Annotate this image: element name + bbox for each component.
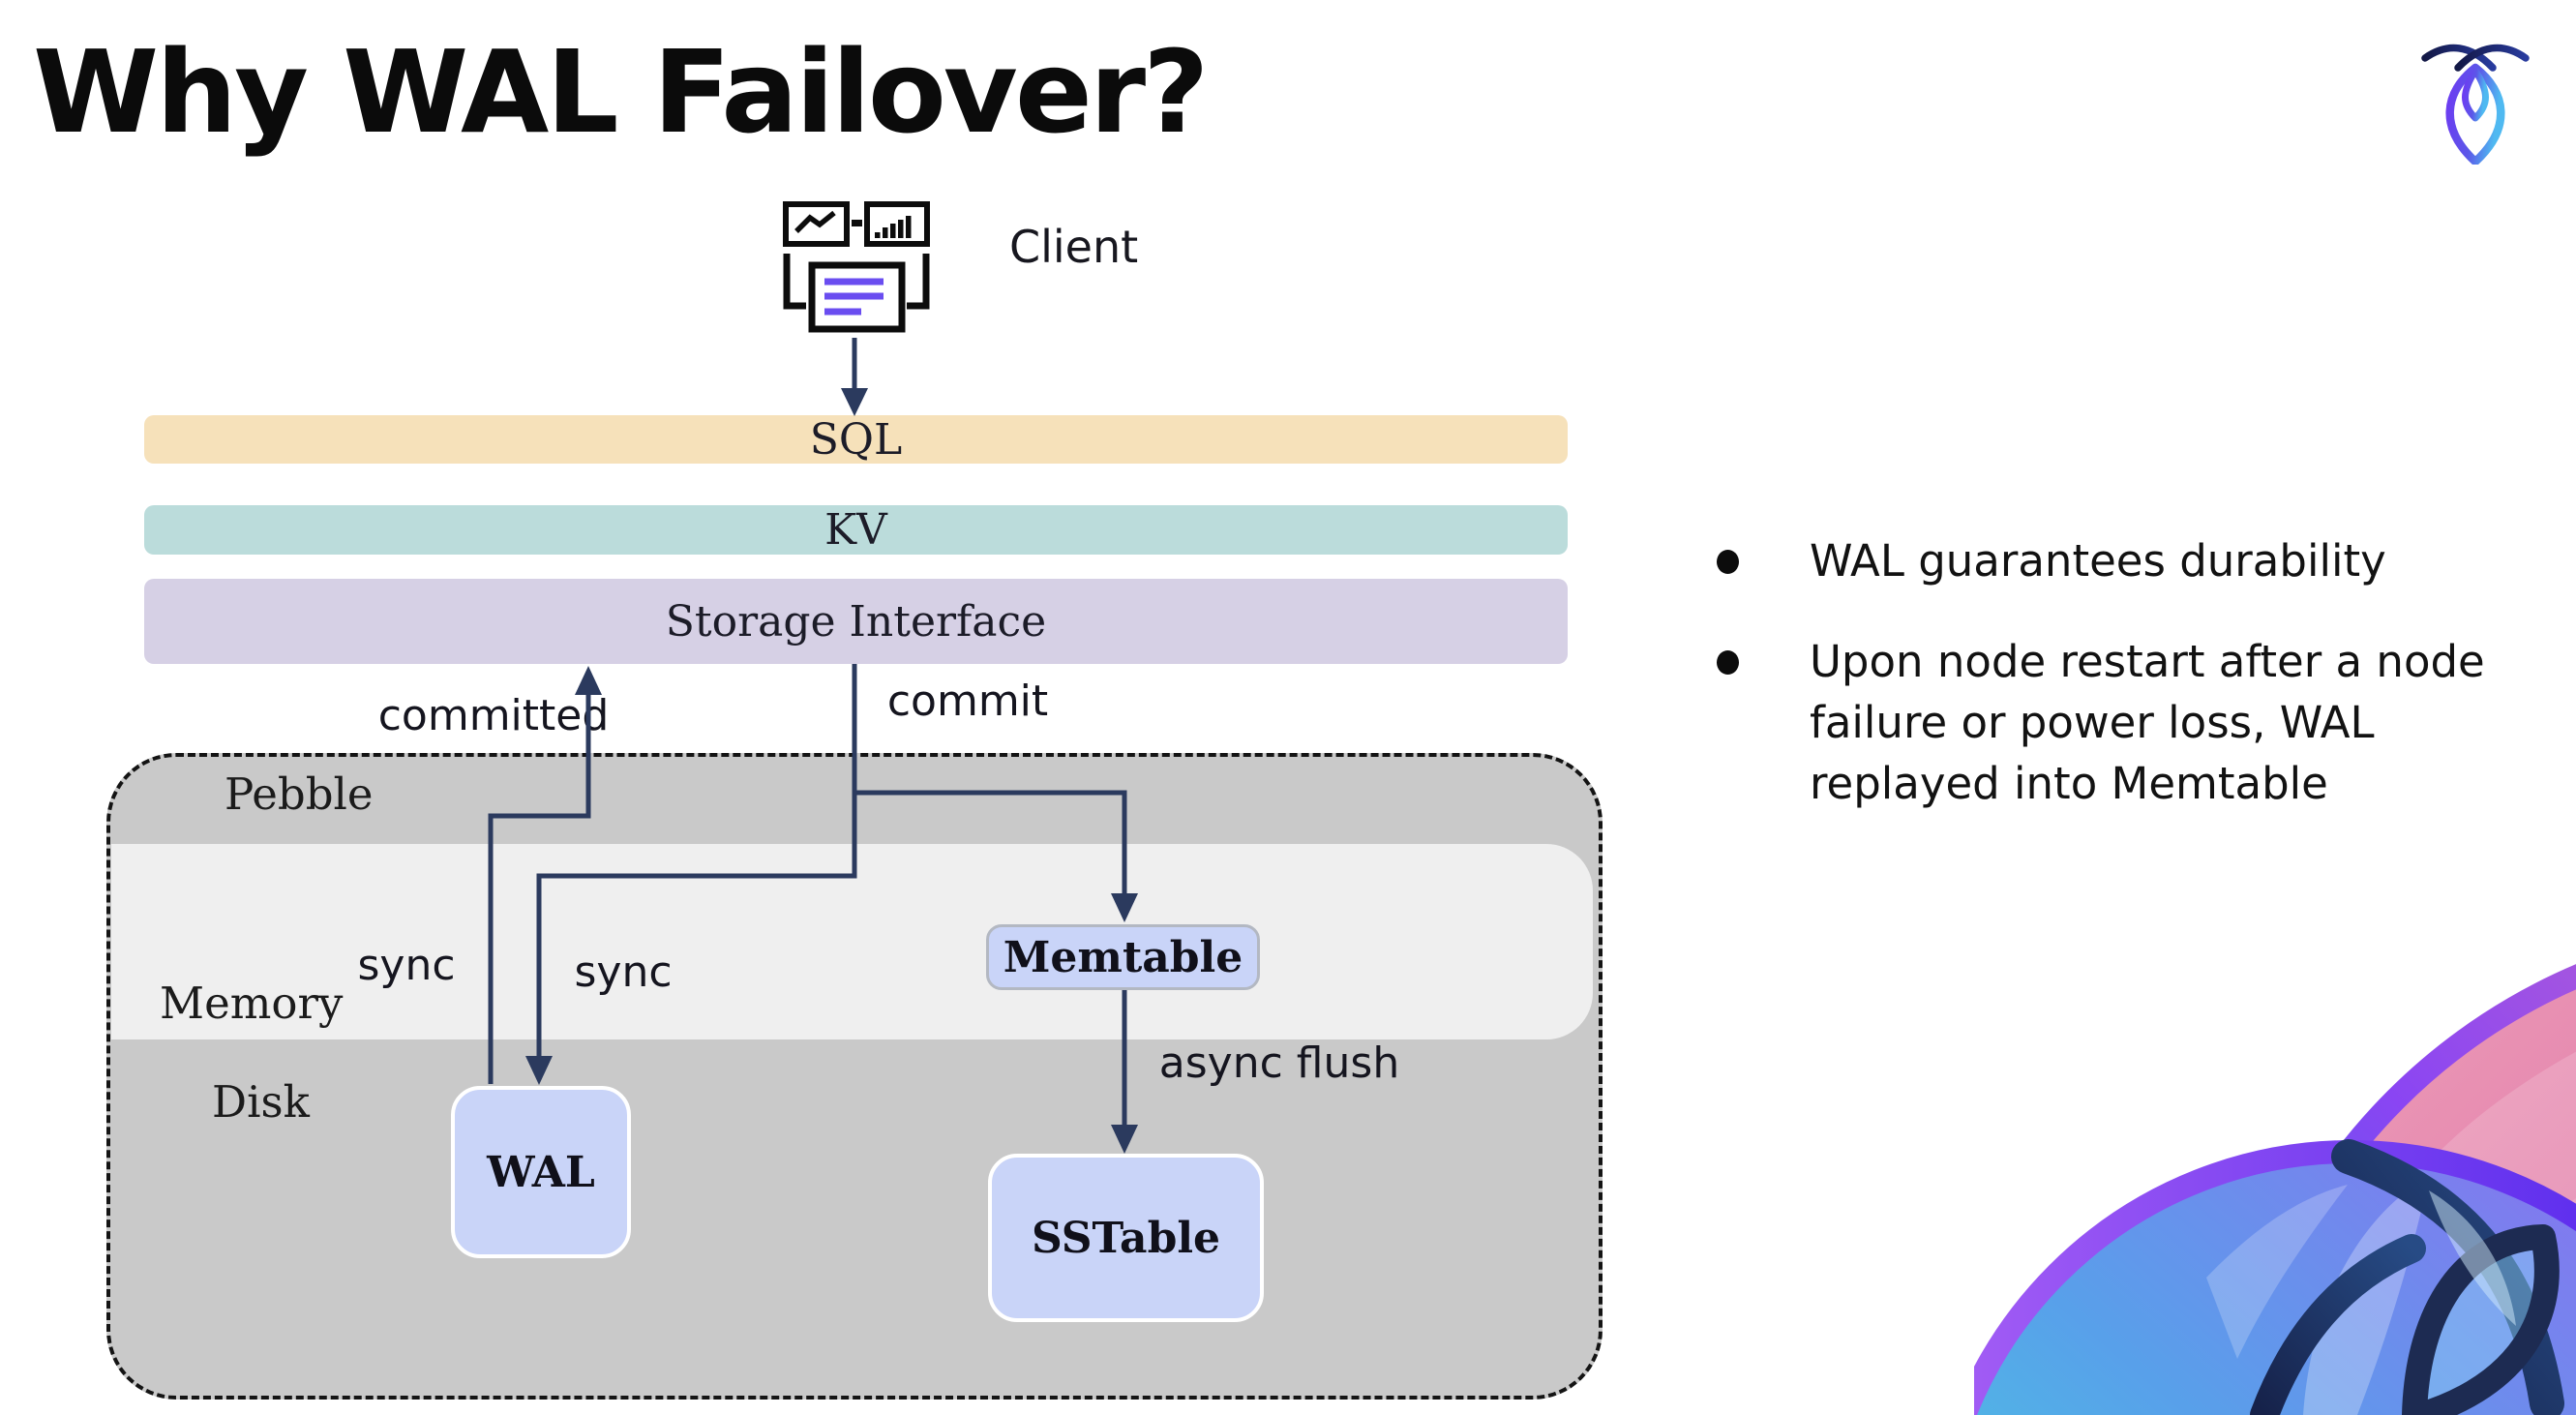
dash-glyph <box>852 220 862 226</box>
art-petal-inner <box>2429 1190 2516 1326</box>
cockroachdb-logo-icon <box>2421 44 2530 165</box>
edge-label-async-flush: async flush <box>1158 1039 1400 1088</box>
sstable-node-label: SSTable <box>1031 1213 1221 1263</box>
art-petal-left-2 <box>2206 1185 2348 1359</box>
art-navy-leaf <box>2402 1224 2560 1415</box>
brand-art-graphic <box>1974 964 2576 1415</box>
wal-node: WAL <box>451 1086 631 1258</box>
pebble-container: Pebble Memory Disk <box>106 753 1603 1400</box>
disk-label: Disk <box>212 1076 310 1128</box>
bullet-list: WAL guarantees durability Upon node rest… <box>1703 530 2526 854</box>
sstable-node: SSTable <box>988 1154 1264 1322</box>
logo-antenna-right <box>2454 44 2530 72</box>
document-text-lines <box>824 278 884 316</box>
layer-storage-label: Storage Interface <box>665 596 1047 647</box>
art-navy-leg <box>2250 1234 2426 1415</box>
client-icon <box>783 201 930 333</box>
client-label: Client <box>1009 221 1139 273</box>
layer-sql-label: SQL <box>809 414 903 465</box>
memory-band: Memory <box>111 844 1593 1039</box>
wal-node-label: WAL <box>487 1147 595 1197</box>
pebble-label: Pebble <box>225 768 374 820</box>
slide-title: Why WAL Failover? <box>33 25 1209 159</box>
art-petal-left <box>2303 1177 2429 1415</box>
logo-inner-leaf <box>2462 67 2489 122</box>
edge-label-sync-right: sync <box>574 948 673 997</box>
bullet-item-durability: WAL guarantees durability <box>1703 530 2526 591</box>
bullet-item-replay: Upon node restart after a node failure o… <box>1703 631 2526 814</box>
edge-label-sync-left: sync <box>357 941 456 990</box>
bar-chart-glyph <box>875 216 912 238</box>
edge-label-committed: committed <box>377 691 610 740</box>
layer-storage-interface: Storage Interface <box>144 579 1568 664</box>
layer-sql: SQL <box>144 414 1568 465</box>
edge-label-commit: commit <box>886 677 1049 726</box>
memory-label: Memory <box>160 978 344 1029</box>
bracket-left <box>783 254 806 310</box>
logo-antenna-left <box>2421 44 2497 72</box>
layer-kv: KV <box>144 505 1568 555</box>
line-chart-glyph <box>794 210 836 233</box>
layer-kv-label: KV <box>824 505 887 555</box>
logo-body <box>2445 63 2505 165</box>
bracket-right <box>907 254 930 310</box>
memtable-node-label: Memtable <box>1003 932 1243 982</box>
memtable-node: Memtable <box>986 924 1260 990</box>
